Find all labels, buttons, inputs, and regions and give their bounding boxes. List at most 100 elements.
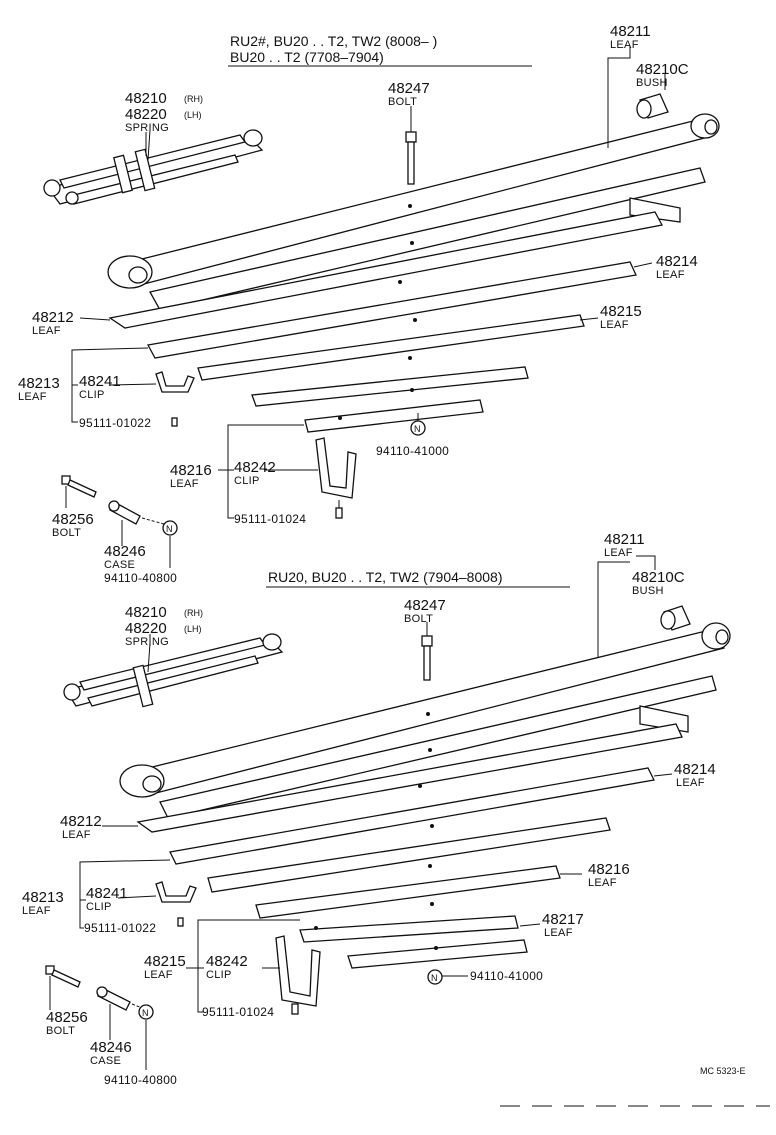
upper-label-48215-num: 48215 <box>600 303 642 320</box>
upper-screw-95111-01022-symbol <box>171 417 178 427</box>
lower-label-48256-name: BOLT <box>46 1025 75 1037</box>
lower-label-48213-name: LEAF <box>22 905 51 917</box>
upper-leaf-48216-drawing <box>304 399 484 433</box>
lower-label-48217-num: 48217 <box>542 911 584 928</box>
lower-label-48210-side: (RH) <box>184 608 203 618</box>
lower-leaf-48217-drawing <box>347 939 528 969</box>
lower-label-48216-name: LEAF <box>588 877 617 889</box>
svg-text:N: N <box>414 424 421 434</box>
upper-label-48215-name: LEAF <box>600 319 629 331</box>
lower-label-48210c-num: 48210C <box>632 569 685 586</box>
lower-label-48241-num: 48241 <box>86 885 128 902</box>
lower-label-48217-name: LEAF <box>544 927 573 939</box>
lower-label-95111-01022: 95111-01022 <box>84 921 156 935</box>
lower-bolt-48247-drawing <box>421 635 433 681</box>
lower-label-48247-name: BOLT <box>404 613 433 625</box>
upper-label-94110-41000: 94110-41000 <box>376 444 449 458</box>
svg-text:N: N <box>431 973 438 983</box>
lower-screw-95111-01024-symbol <box>291 1003 299 1015</box>
lower-label-48215-num: 48215 <box>144 953 186 970</box>
upper-leaf-48214-drawing <box>146 261 637 359</box>
lower-bolt-48256-drawing <box>45 965 81 988</box>
lower-label-48242-num: 48242 <box>206 953 248 970</box>
lower-label-48210c-name: BUSH <box>632 585 664 597</box>
upper-case-48246-drawing <box>108 500 165 525</box>
upper-label-94110-40800: 94110-40800 <box>104 571 177 585</box>
lower-nut-94110-40800-symbol: N <box>138 1004 154 1020</box>
lower-label-48210-num: 48210 <box>125 604 167 621</box>
upper-label-48246-num: 48246 <box>104 543 146 560</box>
upper-label-48214-name: LEAF <box>656 269 685 281</box>
upper-label-95111-01024: 95111-01024 <box>234 512 306 526</box>
upper-label-48210c-num: 48210C <box>636 61 689 78</box>
upper-bolt-48247-drawing <box>405 131 417 185</box>
lower-label-48220-side: (LH) <box>184 624 202 634</box>
upper-label-48213-num: 48213 <box>18 375 60 392</box>
lower-case-48246-drawing <box>96 986 143 1011</box>
upper-leaf-48212-drawing <box>108 211 663 329</box>
lower-label-94110-40800: 94110-40800 <box>104 1073 177 1087</box>
lower-label-95111-01024: 95111-01024 <box>202 1005 274 1019</box>
upper-nut-94110-40800-symbol: N <box>162 520 178 536</box>
lower-leaf-48214-drawing <box>169 767 655 865</box>
lower-spring-assembly-drawing <box>63 633 284 708</box>
lower-clip-48241-drawing <box>155 881 197 903</box>
lower-label-48220-name: SPRING <box>125 636 169 648</box>
lower-label-94110-41000: 94110-41000 <box>470 969 543 983</box>
lower-leaf-48211-drawing <box>119 622 731 798</box>
upper-clip-48242-drawing <box>315 437 357 499</box>
figure-code: MC 5323-E <box>700 1066 746 1076</box>
upper-leaf-small-drawing <box>251 366 529 407</box>
upper-label-48211-name: LEAF <box>610 39 639 51</box>
lower-leaf-4-drawing <box>299 915 519 943</box>
lower-label-48212-num: 48212 <box>60 813 102 830</box>
lower-label-48241-name: CLIP <box>86 901 112 913</box>
upper-label-48210-side: (RH) <box>184 94 203 104</box>
lower-label-48256-num: 48256 <box>46 1009 88 1026</box>
upper-bush-48210c-drawing <box>636 93 669 119</box>
upper-label-48247-num: 48247 <box>388 80 430 97</box>
upper-label-48241-name: CLIP <box>79 389 105 401</box>
upper-label-95111-01022: 95111-01022 <box>79 416 151 430</box>
upper-bolt-48256-drawing <box>61 475 97 498</box>
lower-label-48213-num: 48213 <box>22 889 64 906</box>
lower-label-48214-num: 48214 <box>674 761 716 778</box>
upper-header-line2: BU20 . . T2 (7708–7904) <box>230 49 384 65</box>
lower-clip-48242-drawing <box>275 935 321 1007</box>
lower-label-48214-name: LEAF <box>676 777 705 789</box>
upper-label-48213-name: LEAF <box>18 391 47 403</box>
upper-label-48210-num: 48210 <box>125 90 167 107</box>
upper-label-48247-name: BOLT <box>388 96 417 108</box>
lower-leaf-48216-drawing <box>255 865 561 919</box>
upper-label-48246-name: CASE <box>104 559 135 571</box>
lower-label-48246-name: CASE <box>90 1055 121 1067</box>
upper-label-48256-num: 48256 <box>52 511 94 528</box>
upper-label-48214-num: 48214 <box>656 253 698 270</box>
upper-label-48210c-name: BUSH <box>636 77 668 89</box>
upper-label-48220-num: 48220 <box>125 106 167 123</box>
upper-label-48211-num: 48211 <box>610 23 651 40</box>
lower-label-48212-name: LEAF <box>62 829 91 841</box>
upper-leaf-48215-drawing <box>197 314 585 381</box>
upper-assembly: RU2#, BU20 . . T2, TW2 (8008– ) BU20 . .… <box>18 23 720 585</box>
upper-leaf-48211-drawing <box>107 113 720 289</box>
upper-clip-48241-drawing <box>155 371 195 393</box>
lower-header: RU20, BU20 . . T2, TW2 (7904–8008) <box>268 569 503 585</box>
upper-label-48256-name: BOLT <box>52 527 81 539</box>
lower-label-48220-num: 48220 <box>125 620 167 637</box>
lower-bush-48210c-drawing <box>660 605 691 631</box>
lower-label-48246-num: 48246 <box>90 1039 132 1056</box>
upper-label-48241-num: 48241 <box>79 373 121 390</box>
upper-label-48212-num: 48212 <box>32 309 74 326</box>
upper-label-48242-num: 48242 <box>234 459 276 476</box>
lower-assembly: RU20, BU20 . . T2, TW2 (7904–8008) <box>22 531 731 1087</box>
lower-label-48247-num: 48247 <box>404 597 446 614</box>
lower-label-48215-name: LEAF <box>144 969 173 981</box>
upper-header-line1: RU2#, BU20 . . T2, TW2 (8008– ) <box>230 33 437 49</box>
upper-spring-assembly-drawing <box>43 129 264 205</box>
lower-label-48211-name: LEAF <box>604 547 633 559</box>
lower-nut-94110-41000-symbol: N <box>427 969 443 985</box>
lower-screw-95111-01022-symbol <box>177 917 184 927</box>
upper-label-48220-name: SPRING <box>125 122 169 134</box>
